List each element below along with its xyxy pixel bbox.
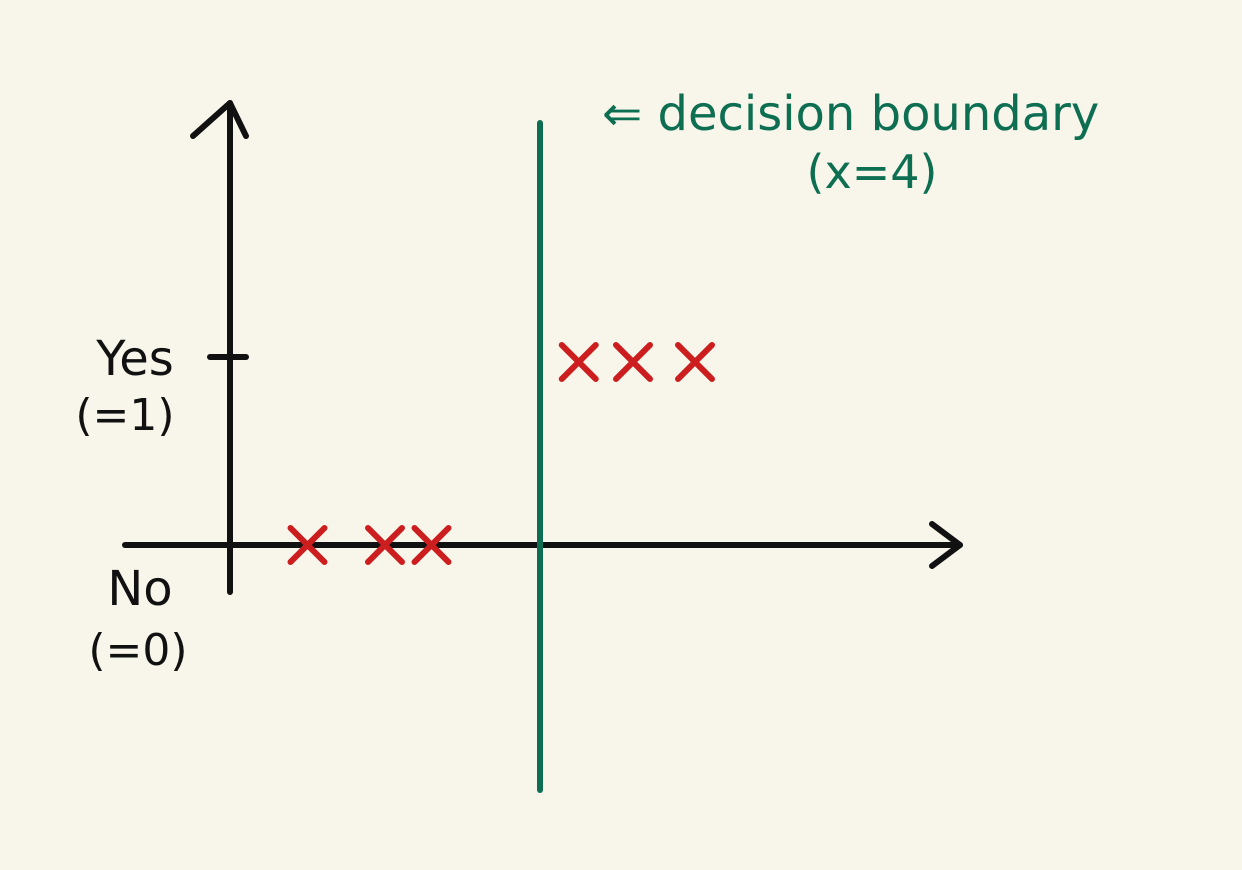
x-axis-arrowhead	[929, 521, 963, 569]
data-point-6	[675, 342, 715, 382]
data-point-4	[558, 342, 599, 382]
y-axis-arrowhead	[190, 100, 249, 139]
decision-boundary-equation: (x=4)	[807, 145, 938, 199]
decision-boundary-label: ⇐ decision boundary	[602, 86, 1099, 142]
data-point-5	[613, 342, 653, 382]
data-point-2	[365, 525, 405, 565]
y-tick-value-no: (=0)	[88, 625, 187, 676]
y-tick-label-yes: Yes	[95, 331, 173, 387]
data-point-1	[287, 525, 328, 565]
data-point-3	[411, 525, 452, 565]
y-tick-label-no: No	[107, 561, 172, 617]
y-tick-value-yes: (=1)	[75, 390, 174, 441]
data-points	[287, 342, 715, 565]
